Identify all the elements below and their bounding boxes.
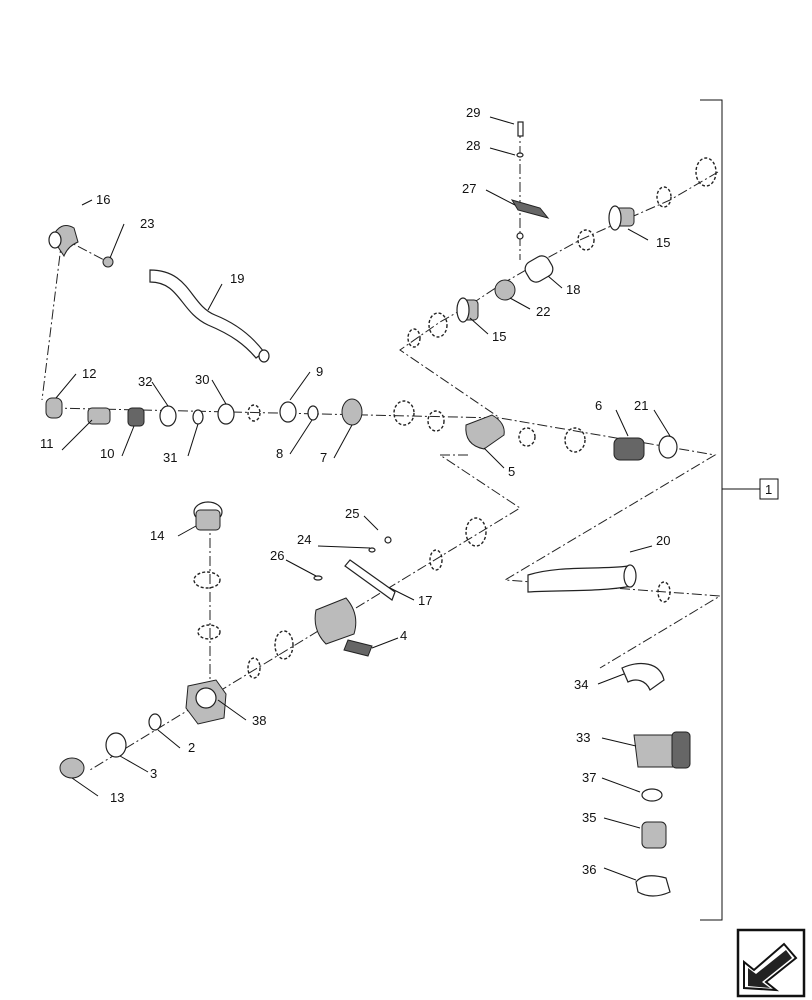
callout-label: 36 [582,862,596,877]
callout-label: 3 [150,766,157,781]
callout-label: 25 [345,506,359,521]
callout-label: 10 [100,446,114,461]
callout-label: 38 [252,713,266,728]
callout-label: 5 [508,464,515,479]
callout-label: 6 [595,398,602,413]
callout-label: 11 [40,436,54,451]
callout-label: 24 [297,532,311,547]
callout-label: 15 [656,235,670,250]
callout-label: 34 [574,677,588,692]
callout-label: 28 [466,138,480,153]
leaders [55,116,671,881]
callout-label: 16 [96,192,110,207]
callout-label: 4 [400,628,407,643]
callout-label: 22 [536,304,550,319]
callout-label: 23 [140,216,154,231]
callout-label: 35 [582,810,596,825]
callout-label: 13 [110,790,124,805]
callout-label: 18 [566,282,580,297]
callout-label: 29 [466,105,480,120]
callout-labels: 29 28 27 15 18 22 15 16 23 19 12 32 30 9… [40,105,670,877]
callout-label: 14 [150,528,164,543]
callout-label: 20 [656,533,670,548]
callout-label: 33 [576,730,590,745]
callout-label: 31 [163,450,177,465]
arrow-down-left-icon[interactable] [736,928,806,998]
callout-label: 26 [270,548,284,563]
callout-label: 19 [230,271,244,286]
callout-label: 9 [316,364,323,379]
callout-label: 37 [582,770,596,785]
callout-label: 27 [462,181,476,196]
parts [45,121,717,897]
assembly-bracket: 1 [700,99,779,921]
callout-label: 30 [195,372,209,387]
callout-label: 32 [138,374,152,389]
callout-label: 8 [276,446,283,461]
callout-label: 17 [418,593,432,608]
callout-label: 1 [765,482,772,497]
callout-label: 2 [188,740,195,755]
callout-label: 12 [82,366,96,381]
callout-label: 15 [492,329,506,344]
callout-label: 21 [634,398,648,413]
callout-label: 7 [320,450,327,465]
